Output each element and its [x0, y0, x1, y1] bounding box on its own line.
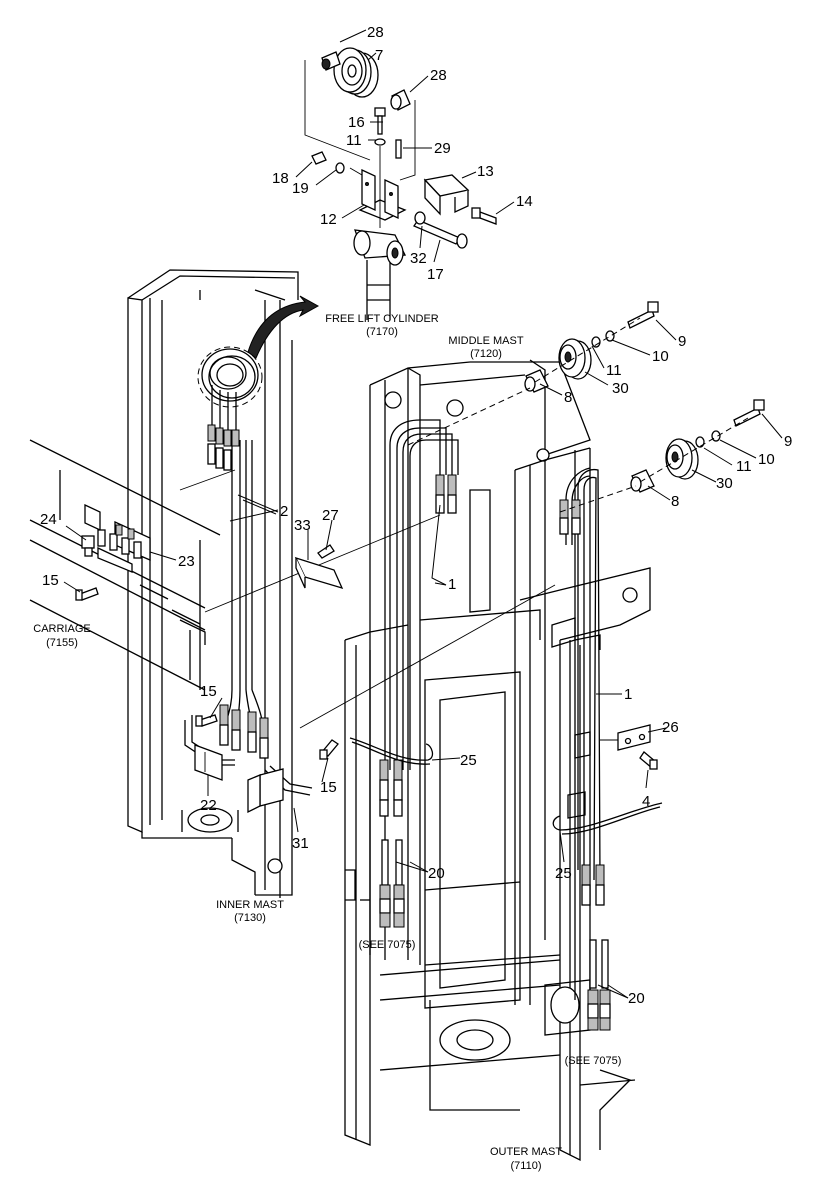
- callout-1-right: 1: [624, 686, 632, 703]
- middle-mast: [360, 359, 601, 1005]
- label-middle-mast: MIDDLE MAST: [448, 335, 523, 347]
- callout-13: 13: [477, 163, 494, 180]
- callout-25-left: 25: [460, 752, 477, 769]
- callout-20-right: 20: [628, 990, 645, 1007]
- label-inner-mast-ref: (7130): [234, 912, 266, 924]
- callout-30-upper: 30: [612, 380, 629, 397]
- callout-27: 27: [322, 507, 339, 524]
- free-lift-cylinder-head: [304, 47, 497, 320]
- callout-11-top: 11: [346, 132, 362, 149]
- callout-17: 17: [427, 266, 444, 283]
- inner-mast: [127, 269, 299, 898]
- callout-15-right: 15: [320, 779, 337, 796]
- callout-numbers: 28 7 28 16 11 29 13 18 19 14 12 32 17 9 …: [40, 24, 792, 1007]
- callout-22: 22: [200, 797, 217, 814]
- callout-20-left: 20: [428, 865, 445, 882]
- callout-28-right: 28: [430, 67, 447, 84]
- label-middle-mast-ref: (7120): [470, 348, 502, 360]
- callout-2: 2: [280, 503, 288, 520]
- label-see-7075-left: (SEE 7075): [359, 939, 416, 951]
- callout-7: 7: [375, 47, 383, 64]
- inner-mast-fittings: [207, 424, 240, 471]
- callout-31: 31: [292, 835, 309, 852]
- callout-25-right: 25: [555, 865, 572, 882]
- small-parts: [75, 520, 663, 835]
- callout-15-middle: 15: [200, 683, 217, 700]
- callout-1-middle: 1: [448, 576, 456, 593]
- callout-9-lower: 9: [784, 433, 792, 450]
- callout-14: 14: [516, 193, 533, 210]
- label-see-7075-right: (SEE 7075): [565, 1055, 622, 1067]
- callout-8-upper: 8: [564, 389, 572, 406]
- callout-4: 4: [642, 793, 650, 810]
- label-carriage: CARRIAGE: [33, 623, 90, 635]
- callout-29: 29: [434, 140, 451, 157]
- callout-28-top: 28: [367, 24, 384, 41]
- outer-mast: [344, 567, 651, 1162]
- callout-23: 23: [178, 553, 195, 570]
- label-free-lift-cylinder: FREE LIFT CYLINDER: [325, 313, 439, 325]
- callout-18: 18: [272, 170, 289, 187]
- label-carriage-ref: (7155): [46, 637, 78, 649]
- callout-9-upper: 9: [678, 333, 686, 350]
- callout-24: 24: [40, 511, 57, 528]
- callout-11-lower: 11: [736, 458, 752, 475]
- callout-15-left: 15: [42, 572, 59, 589]
- callout-10-lower: 10: [758, 451, 775, 468]
- callout-12: 12: [320, 211, 337, 228]
- middle-mast-sheaves: [407, 301, 765, 513]
- label-outer-mast: OUTER MAST: [490, 1146, 562, 1158]
- callout-26: 26: [662, 719, 679, 736]
- callout-19: 19: [292, 180, 309, 197]
- callout-10-upper: 10: [652, 348, 669, 365]
- label-outer-mast-ref: (7110): [511, 1160, 542, 1172]
- callout-16: 16: [348, 114, 365, 131]
- callout-30-lower: 30: [716, 475, 733, 492]
- callout-8-lower: 8: [671, 493, 679, 510]
- leader-lines: [63, 29, 783, 999]
- callout-11-upper: 11: [606, 362, 622, 379]
- assembly-labels: FREE LIFT CYLINDER (7170) MIDDLE MAST (7…: [33, 313, 621, 1172]
- callout-32: 32: [410, 250, 427, 267]
- label-inner-mast: INNER MAST: [216, 899, 284, 911]
- callout-33: 33: [294, 517, 311, 534]
- label-free-lift-cylinder-ref: (7170): [366, 326, 398, 338]
